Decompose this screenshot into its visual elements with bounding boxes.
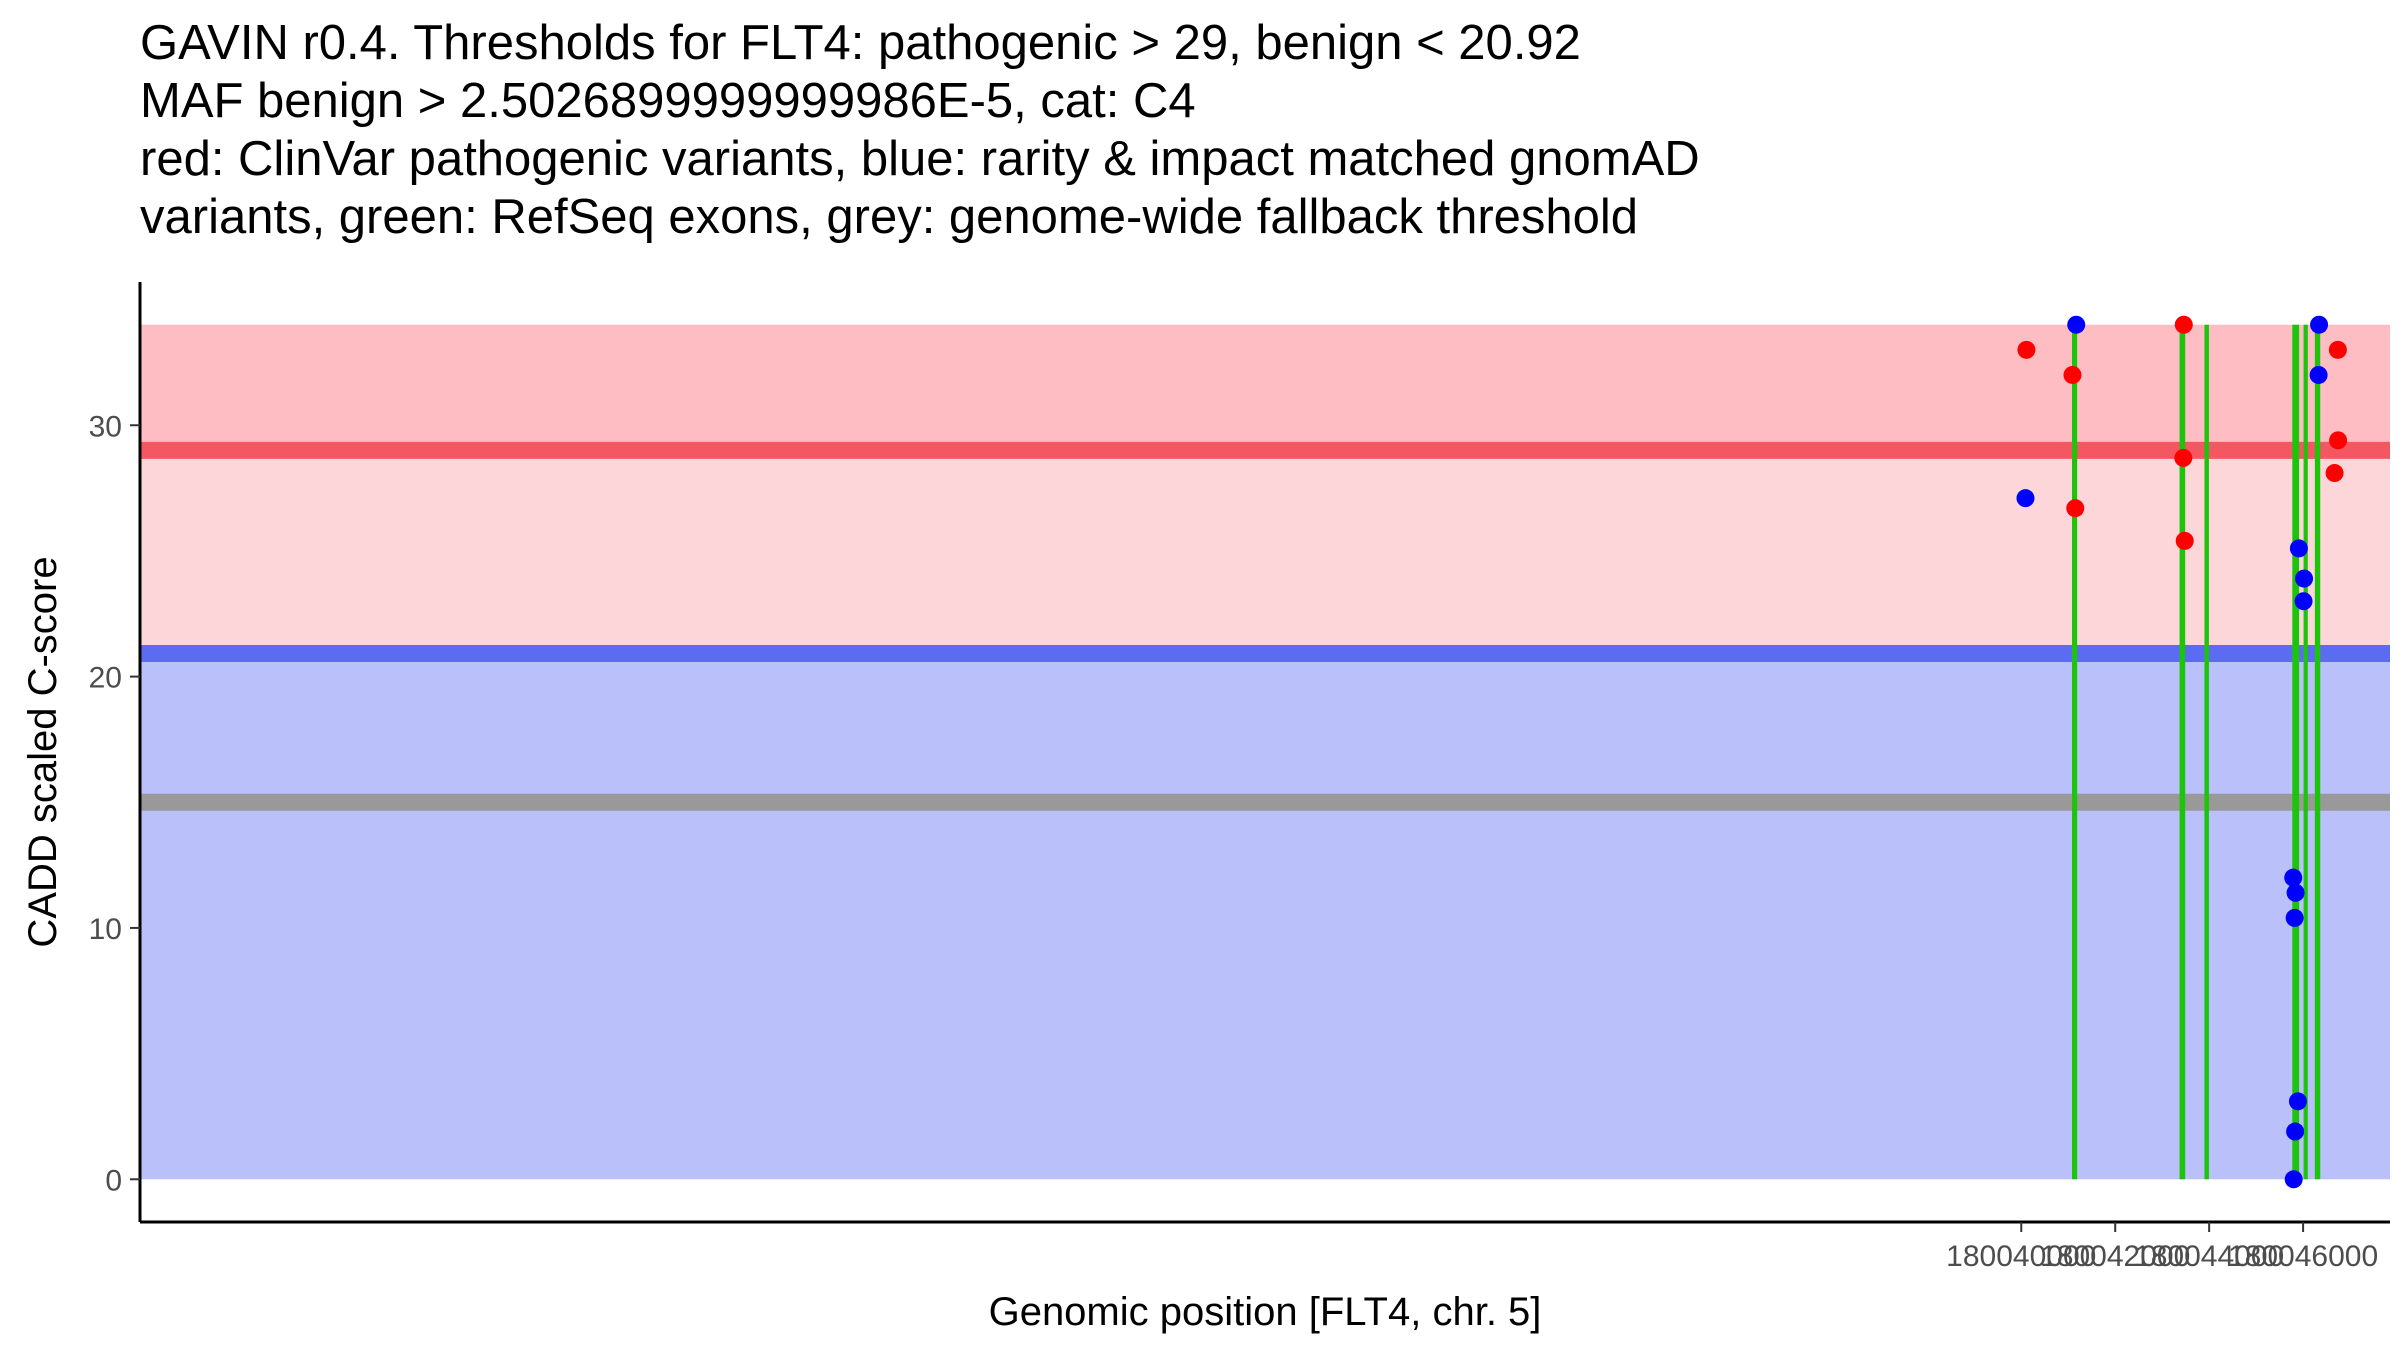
exon-bar-3 bbox=[2204, 324, 2209, 1180]
zone-benign bbox=[140, 653, 2390, 1180]
y-tick-label-4: 30 bbox=[89, 410, 122, 443]
y-tick-label-3: 20 bbox=[89, 662, 122, 695]
gnomad-point-4 bbox=[2309, 365, 2328, 384]
exon-bar-2 bbox=[2179, 324, 2186, 1180]
gnomad-point-9 bbox=[2286, 883, 2305, 902]
exon-bar-4 bbox=[2292, 324, 2300, 1180]
gnomad-point-13 bbox=[2284, 1170, 2303, 1189]
x-tick-label-3: 180044000 bbox=[2134, 1240, 2284, 1273]
clinvar-point-3 bbox=[2066, 499, 2085, 518]
exon-bars bbox=[2071, 324, 2321, 1180]
title-line-1: GAVIN r0.4. Thresholds for FLT4: pathoge… bbox=[140, 16, 1581, 70]
x-tick-label-4: 180046000 bbox=[2228, 1240, 2378, 1273]
exon-bar-5 bbox=[2303, 324, 2308, 1180]
title-line-3: red: ClinVar pathogenic variants, blue: … bbox=[140, 132, 1700, 186]
x-tick-label-1: 180040000 bbox=[1946, 1240, 2096, 1273]
gnomad-point-6 bbox=[2295, 569, 2314, 588]
clinvar-point-1 bbox=[2017, 340, 2036, 359]
clinvar-point-8 bbox=[2328, 340, 2347, 359]
exon-bar-6 bbox=[2314, 324, 2321, 1180]
title-line-4: variants, green: RefSeq exons, grey: gen… bbox=[140, 190, 1639, 244]
gnomad-point-10 bbox=[2285, 908, 2304, 927]
gnomad-point-2 bbox=[2067, 315, 2086, 334]
chart-title: GAVIN r0.4. Thresholds for FLT4: pathoge… bbox=[140, 14, 1700, 246]
data-points bbox=[2016, 315, 2348, 1189]
clinvar-point-7 bbox=[2325, 464, 2344, 483]
zone-pathogenic bbox=[140, 324, 2390, 451]
clinvar-point-9 bbox=[2329, 431, 2348, 450]
clinvar-point-6 bbox=[2175, 531, 2194, 550]
title-line-2: MAF benign > 2.5026899999999986E-5, cat:… bbox=[140, 74, 1196, 128]
x-tick-label-2: 180042000 bbox=[2040, 1240, 2190, 1273]
clinvar-point-2 bbox=[2063, 365, 2082, 384]
gnomad-point-11 bbox=[2288, 1092, 2307, 1111]
y-tick-label-1: 0 bbox=[105, 1164, 122, 1197]
zone-intermediate bbox=[140, 450, 2390, 654]
gnomad-point-5 bbox=[2289, 539, 2308, 558]
gnomad-point-8 bbox=[2284, 868, 2303, 887]
x-axis-title: Genomic position [FLT4, chr. 5] bbox=[989, 1290, 1542, 1334]
clinvar-point-5 bbox=[2174, 448, 2193, 467]
clinvar-point-4 bbox=[2174, 315, 2193, 334]
gnomad-point-1 bbox=[2016, 489, 2035, 508]
y-axis-title: CADD scaled C-score bbox=[21, 556, 65, 947]
y-tick-label-2: 10 bbox=[89, 913, 122, 946]
gnomad-point-7 bbox=[2294, 592, 2313, 611]
exon-bar-1 bbox=[2071, 324, 2078, 1180]
threshold-zones bbox=[140, 324, 2390, 1180]
gnomad-point-3 bbox=[2310, 315, 2329, 334]
threshold-lines bbox=[140, 441, 2390, 811]
gnomad-point-12 bbox=[2286, 1122, 2305, 1141]
